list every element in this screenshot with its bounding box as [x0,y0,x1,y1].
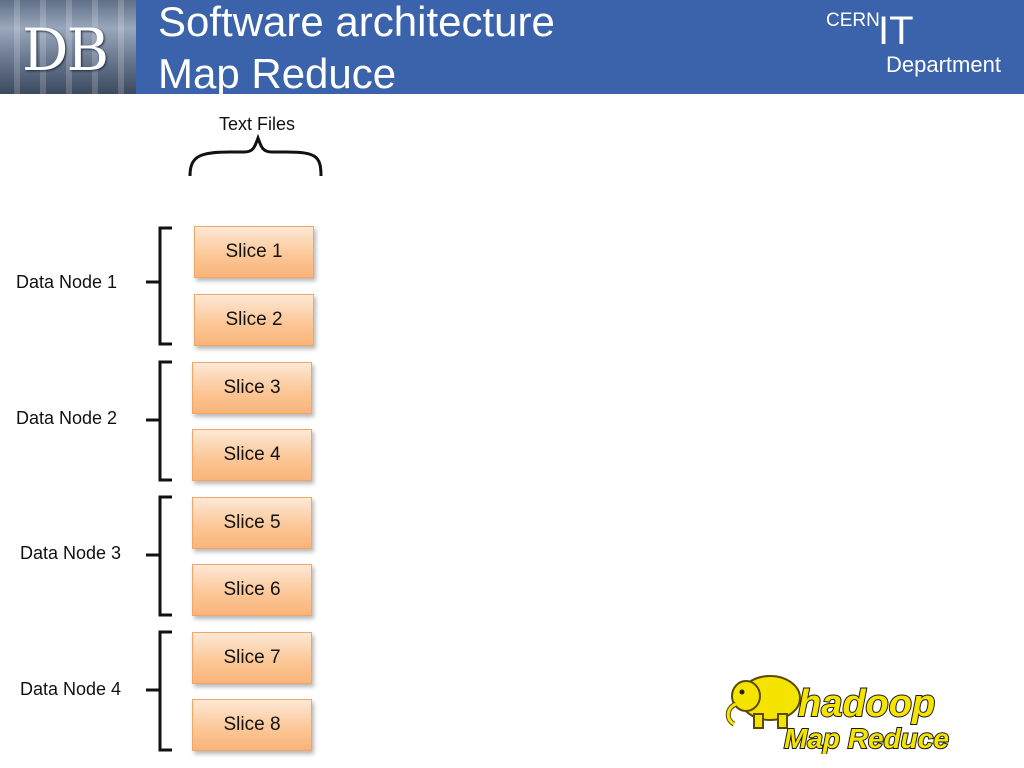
slice-2-box: Slice 2 [194,294,314,346]
mapreduce-logo-text: Map Reduce [784,723,949,754]
slice-3-box: Slice 3 [192,362,312,414]
yellow-elephant-icon [725,675,801,729]
hadoop-logo-text: hadoop [798,683,935,725]
slice-1-box: Slice 1 [194,226,314,278]
hadoop-mapreduce-logo: hadoop Map Reduce [725,675,950,754]
slide-header: DB Software architecture Map Reduce CERN… [0,0,1024,97]
cern-logo-text: CERN [826,10,880,31]
slice-7-box: Slice 7 [192,632,312,684]
node4-bracket [146,630,172,752]
slide-title-line2: Map Reduce [158,50,397,97]
department-logo-text: Department [886,52,1001,77]
node3-bracket [146,495,172,617]
it-logo-text: IT [878,9,914,53]
slice-8-box: Slice 8 [192,699,312,751]
slice-5-box: Slice 5 [192,497,312,549]
slice-4-box: Slice 4 [192,429,312,481]
data-node-4-label: Data Node 4 [20,679,122,699]
data-node-3-label: Data Node 3 [20,543,122,563]
data-node-1-label: Data Node 1 [16,272,118,292]
text-files-brace [188,133,323,177]
db-logo-text: DB [22,16,109,84]
db-logo: DB [0,0,136,94]
slice-6-box: Slice 6 [192,564,312,616]
data-node-2-label: Data Node 2 [16,408,118,428]
node2-bracket [146,360,172,482]
node1-bracket [146,226,172,346]
text-files-label: Text Files [219,114,296,134]
slide-title-line1: Software architecture [158,0,555,45]
